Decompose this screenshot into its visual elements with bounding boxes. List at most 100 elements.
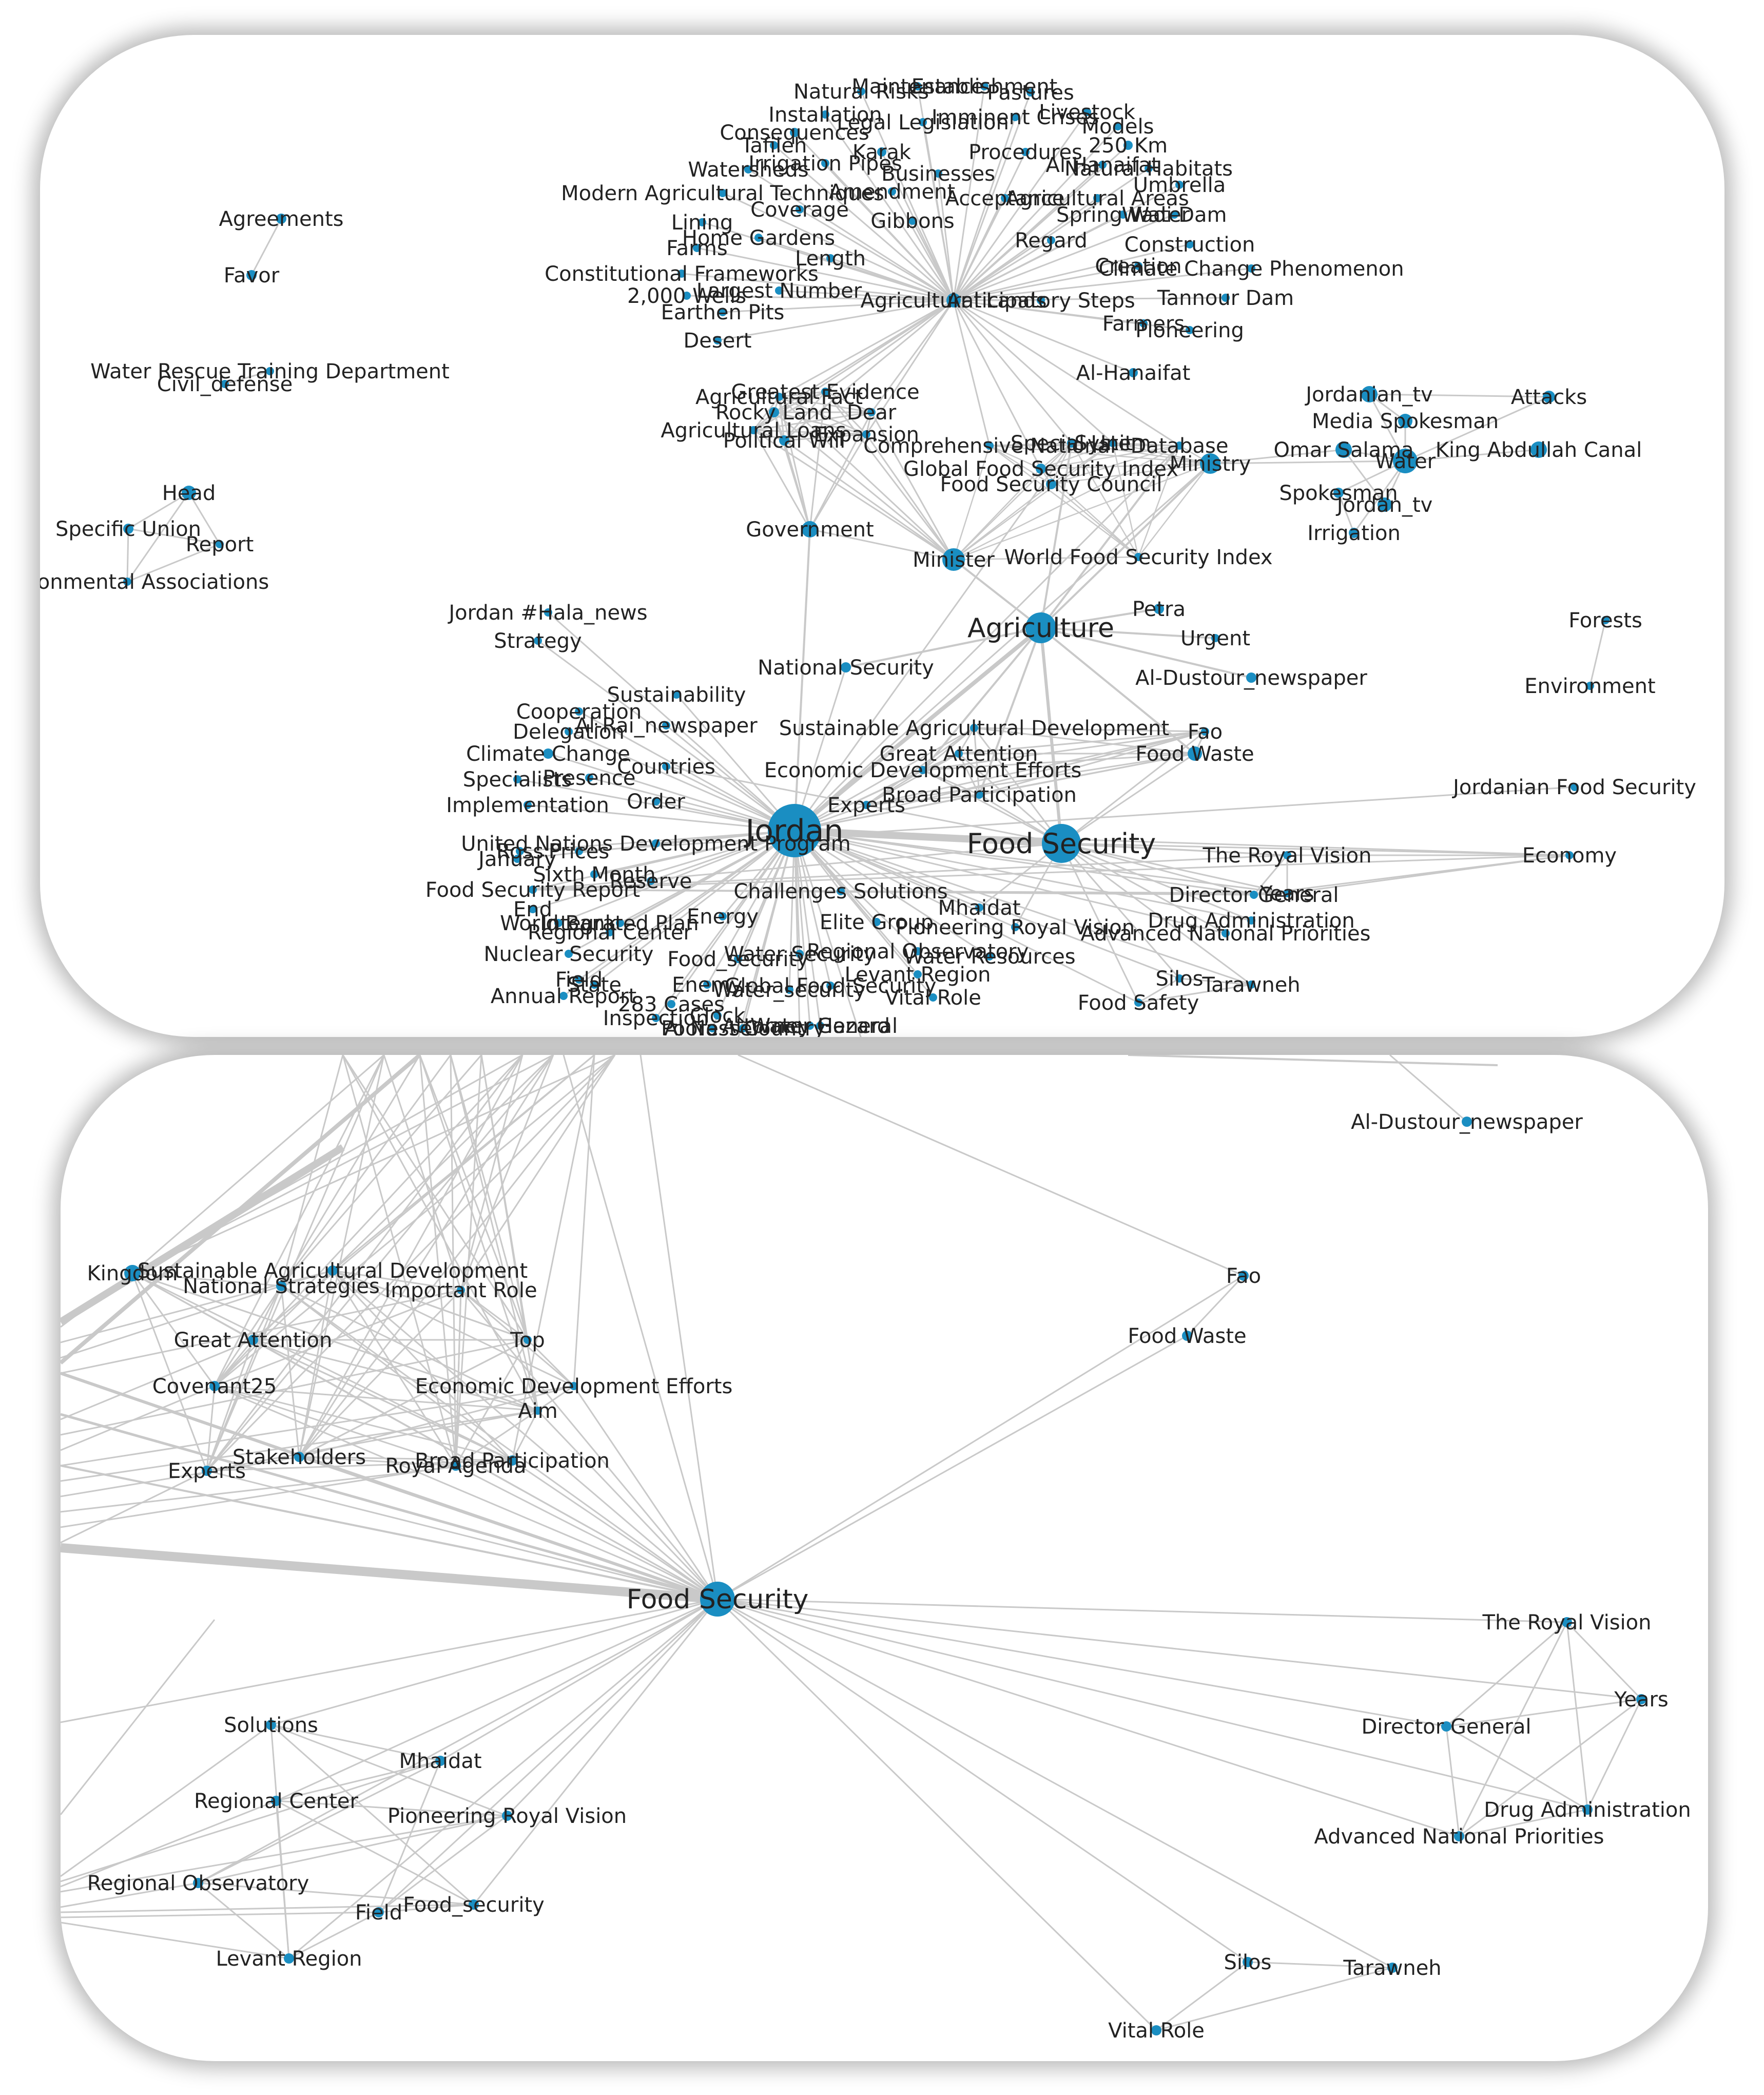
node-mhaidat[interactable] [975,904,983,912]
node-home-gardens[interactable] [754,234,763,242]
node-king-abdullah-canal[interactable] [1530,441,1547,458]
node-jordan-hala-news[interactable] [544,608,552,617]
node-agricultural-loans[interactable] [749,426,758,434]
node-order[interactable] [652,797,660,805]
node-challenges-solutions[interactable] [837,887,845,895]
node-the-royal-vision[interactable] [1562,1617,1572,1627]
node-environmental-associations[interactable] [123,578,131,586]
node-food-waste[interactable] [1182,1331,1192,1341]
node-nuclear-security[interactable] [565,950,573,958]
node-amendment[interactable] [888,187,896,196]
node-water[interactable] [1393,449,1418,473]
node-forests[interactable] [1601,616,1610,624]
node-stakeholders[interactable] [294,1452,304,1462]
node-earthen-pits[interactable] [719,308,727,316]
node-water-hazard[interactable] [816,1022,824,1030]
node-economic-development-efforts[interactable] [919,766,927,774]
node-food-security[interactable] [734,955,742,963]
node-tafileh[interactable] [770,141,778,149]
node-regional-observatory[interactable] [193,1878,203,1888]
node-report[interactable] [216,540,224,548]
node-end[interactable] [529,905,537,913]
node-modern-agricultural-techniques[interactable] [719,189,727,197]
node-aim[interactable] [534,1407,542,1415]
node-lining[interactable] [698,218,706,226]
node-state[interactable] [590,981,598,989]
node-director-general[interactable] [1250,891,1258,899]
node-field[interactable] [575,975,583,984]
node-coverage[interactable] [796,205,804,214]
node-250-km[interactable] [1123,141,1133,150]
node-petra[interactable] [1154,604,1164,614]
node-clock[interactable] [713,1011,722,1020]
node-important-role[interactable] [457,1286,465,1294]
node-regional-observatory[interactable] [914,947,922,955]
node-irrigation-pipes[interactable] [821,159,829,167]
node-pioneering[interactable] [1186,326,1194,334]
node-models[interactable] [1114,122,1122,130]
node-energy[interactable] [719,912,727,920]
node-agricultural-lands[interactable] [946,293,961,307]
node-wadi-dam[interactable] [1170,210,1178,219]
node-years[interactable] [1283,889,1291,897]
node-food-safety[interactable] [1134,998,1142,1007]
node-jordanian-tv[interactable] [1361,386,1378,402]
node-world-bank[interactable] [554,919,563,927]
node-field[interactable] [374,1907,384,1917]
node-great-attention[interactable] [955,749,963,758]
node-agricultural-fact[interactable] [775,393,783,401]
node-special-unit[interactable] [1067,438,1076,448]
node-united-nations-development-program[interactable] [652,839,660,848]
node-drug-administration[interactable] [1247,916,1255,925]
node-construction[interactable] [1186,240,1194,248]
node-jordan-tv[interactable] [1378,497,1392,512]
node-tannour-dam[interactable] [1222,294,1230,302]
node-businesses[interactable] [934,169,942,178]
node-strategy[interactable] [534,637,542,645]
node-spokesman[interactable] [1333,488,1344,498]
node-royal-agenda[interactable] [451,1460,461,1471]
node-imminent-crises[interactable] [1011,113,1019,121]
node-expansion[interactable] [862,430,870,438]
node-food-waste[interactable] [1188,746,1202,761]
node-creation[interactable] [1134,262,1142,270]
node-advanced-national-priorities[interactable] [1454,1831,1464,1841]
node-regard[interactable] [1047,236,1055,244]
node-water-resources[interactable] [985,952,994,960]
node-dear[interactable] [867,408,876,416]
node-umbrella[interactable] [1175,181,1184,189]
node-al-dustour-newspaper[interactable] [1246,672,1256,683]
node-specific-union[interactable] [123,524,133,534]
node-maintenance[interactable] [914,82,922,90]
node-system[interactable] [1109,439,1117,447]
node-broad-participation[interactable] [975,791,983,799]
node-attacks[interactable] [1543,391,1555,403]
node-years[interactable] [1636,1694,1646,1704]
node-sustainable-agricultural-development[interactable] [327,1265,338,1276]
node-global-food-security-index[interactable] [1036,464,1046,474]
node-food-security[interactable] [1042,824,1081,863]
node-karak[interactable] [877,147,886,157]
node-food-security-report[interactable] [529,886,537,894]
node-agreements[interactable] [276,214,286,224]
node-economy[interactable] [1565,851,1574,859]
node-elite-group[interactable] [873,918,881,926]
node-head[interactable] [182,486,196,500]
node-rocky-land[interactable] [769,407,779,417]
node-agriculture[interactable] [1025,612,1056,643]
node-silos[interactable] [1243,1957,1253,1967]
node-tarawneh[interactable] [1247,981,1255,989]
node-jordanian-food-security[interactable] [1571,783,1579,791]
node-pioneering-royal-vision[interactable] [502,1811,512,1821]
node-poorest-country[interactable] [739,1024,747,1032]
node-jordan[interactable] [768,804,821,857]
node-director-general[interactable] [1441,1721,1451,1732]
node-sustainable-agricultural-development[interactable] [970,724,978,732]
node-food-security-council[interactable] [1046,479,1056,489]
node-presence[interactable] [585,774,593,782]
node-broad-participation[interactable] [507,1455,517,1466]
node-283-cases[interactable] [667,1000,675,1008]
node-attorney-general[interactable] [806,1022,814,1030]
node-gibbons[interactable] [908,217,917,225]
node-anticipatory-steps[interactable] [1037,296,1045,304]
